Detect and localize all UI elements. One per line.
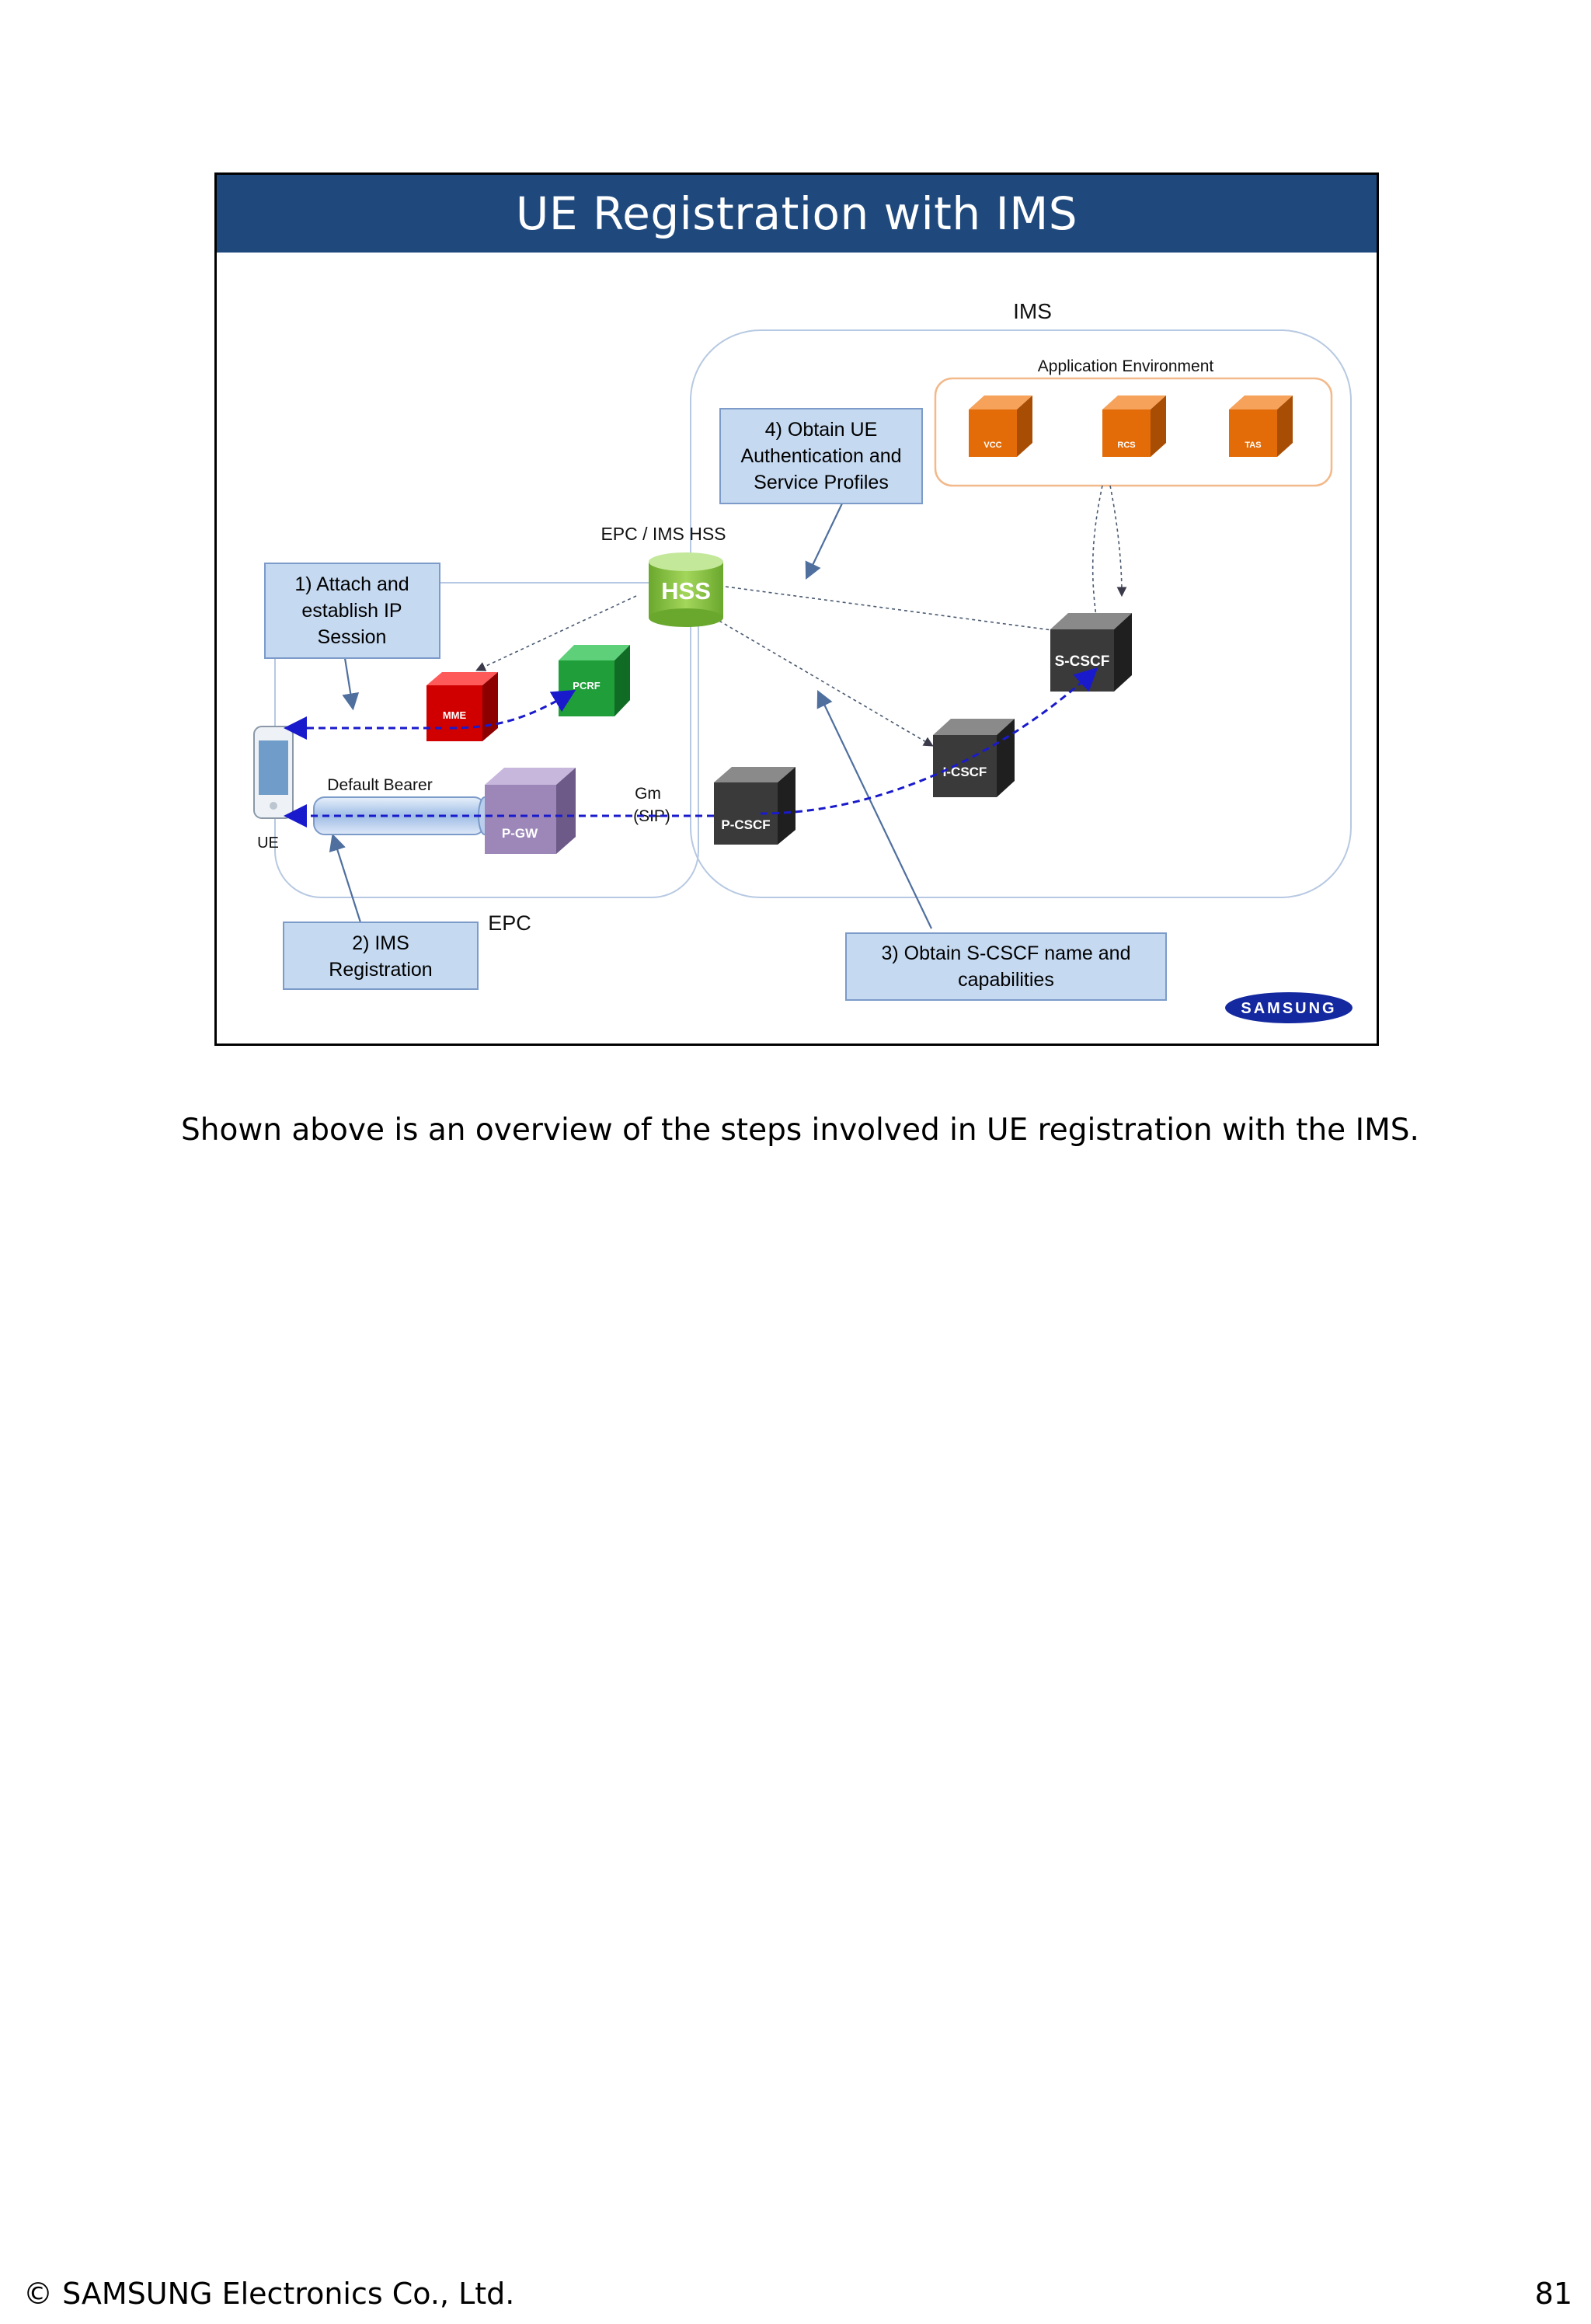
mme-to-pcrf-flow: [449, 689, 576, 730]
slide-nodes-pcscf-text: P-CSCF: [721, 817, 770, 832]
gm-label: Gm: [635, 785, 661, 803]
slide-nodes-pgw-text: P-GW: [502, 826, 538, 841]
ims-label: IMS: [1013, 299, 1052, 323]
scscf-app-link-right: [1109, 485, 1127, 598]
hss-mme-link-visible: [475, 595, 637, 671]
slide-nodes-vcc-text: VCC: [983, 441, 1001, 450]
step4-box: 4) Obtain UE Authentication and Service …: [719, 408, 923, 504]
hss-icscf-link: [713, 617, 934, 747]
epc-label: EPC: [488, 911, 531, 935]
slide-title: UE Registration with IMS: [515, 187, 1078, 240]
slide-nodes-icscf-text: I-CSCF: [943, 765, 987, 779]
step1-box: 1) Attach and establish IP Session: [264, 563, 440, 659]
rcs-node: RCS: [1102, 395, 1166, 457]
epc-ims-hss-label: EPC / IMS HSS: [601, 524, 726, 544]
step4-arrow: [805, 503, 843, 580]
ue-phone-icon: [253, 726, 294, 819]
pcrf-node: PCRF: [559, 645, 630, 716]
slide-nodes-tas-text: TAS: [1245, 441, 1261, 450]
slide-steps-step3-1-text: capabilities: [958, 969, 1054, 991]
slide-steps-step3-0-text: 3) Obtain S-CSCF name and: [882, 942, 1131, 964]
ims-registration-diagram: IMS Application Environment EPC / IMS HS…: [253, 299, 1353, 1023]
step1-arrow: [342, 657, 360, 711]
slide: UE Registration with IMS: [214, 172, 1379, 1046]
ue-label: UE: [257, 834, 279, 852]
scscf-app-link-left: [1091, 485, 1103, 625]
samsung-logo: SAMSUNG: [1225, 992, 1353, 1023]
hss-node: HSS: [649, 552, 723, 627]
slide-steps-step4-0-text: 4) Obtain UE: [765, 419, 878, 441]
app-environment-label: Application Environment: [1038, 357, 1214, 375]
slide-steps-step2-1-text: Registration: [329, 959, 432, 981]
step2-arrow: [329, 833, 362, 923]
copyright-footer: © SAMSUNG Electronics Co., Ltd.: [23, 2277, 515, 2311]
hss-scscf-link: [725, 586, 1067, 636]
vcc-node: VCC: [969, 395, 1032, 457]
slide-title-bar: UE Registration with IMS: [217, 175, 1377, 253]
pcscf-node: P-CSCF: [714, 767, 796, 845]
slide-steps-step1-0-text: 1) Attach and: [294, 573, 409, 595]
page-number: 81: [1534, 2277, 1572, 2311]
slide-nodes-hss-text: HSS: [661, 577, 711, 605]
step2-box: 2) IMS Registration: [283, 922, 479, 990]
slide-steps-step1-1-text: establish IP: [301, 600, 402, 622]
scscf-node: S-CSCF: [1050, 613, 1132, 692]
slide-steps-step2-0-text: 2) IMS: [352, 932, 409, 954]
app-environment-region: [934, 377, 1333, 487]
slide-nodes-rcs-text: RCS: [1117, 441, 1135, 450]
step3-arrow: [816, 690, 932, 929]
slide-nodes-pcrf-text: PCRF: [573, 680, 600, 692]
tas-node: TAS: [1229, 395, 1293, 457]
icscf-node: I-CSCF: [933, 719, 1015, 797]
mme-node: MME: [426, 672, 498, 741]
pcscf-to-scscf-flow: [760, 667, 1098, 815]
slide-nodes-mme-text: MME: [443, 709, 467, 721]
pgw-node: P-GW: [485, 768, 576, 854]
slide-nodes-scscf-text: S-CSCF: [1055, 653, 1110, 670]
slide-steps-step4-2-text: Service Profiles: [754, 472, 889, 493]
caption: Shown above is an overview of the steps …: [181, 1113, 1419, 1148]
default-bearer-label: Default Bearer: [327, 776, 432, 794]
slide-logo-text: SAMSUNG: [1241, 1000, 1336, 1017]
slide-steps-step1-2-text: Session: [318, 626, 387, 648]
slide-steps-step4-1-text: Authentication and: [740, 445, 901, 467]
step3-box: 3) Obtain S-CSCF name and capabilities: [845, 932, 1167, 1001]
